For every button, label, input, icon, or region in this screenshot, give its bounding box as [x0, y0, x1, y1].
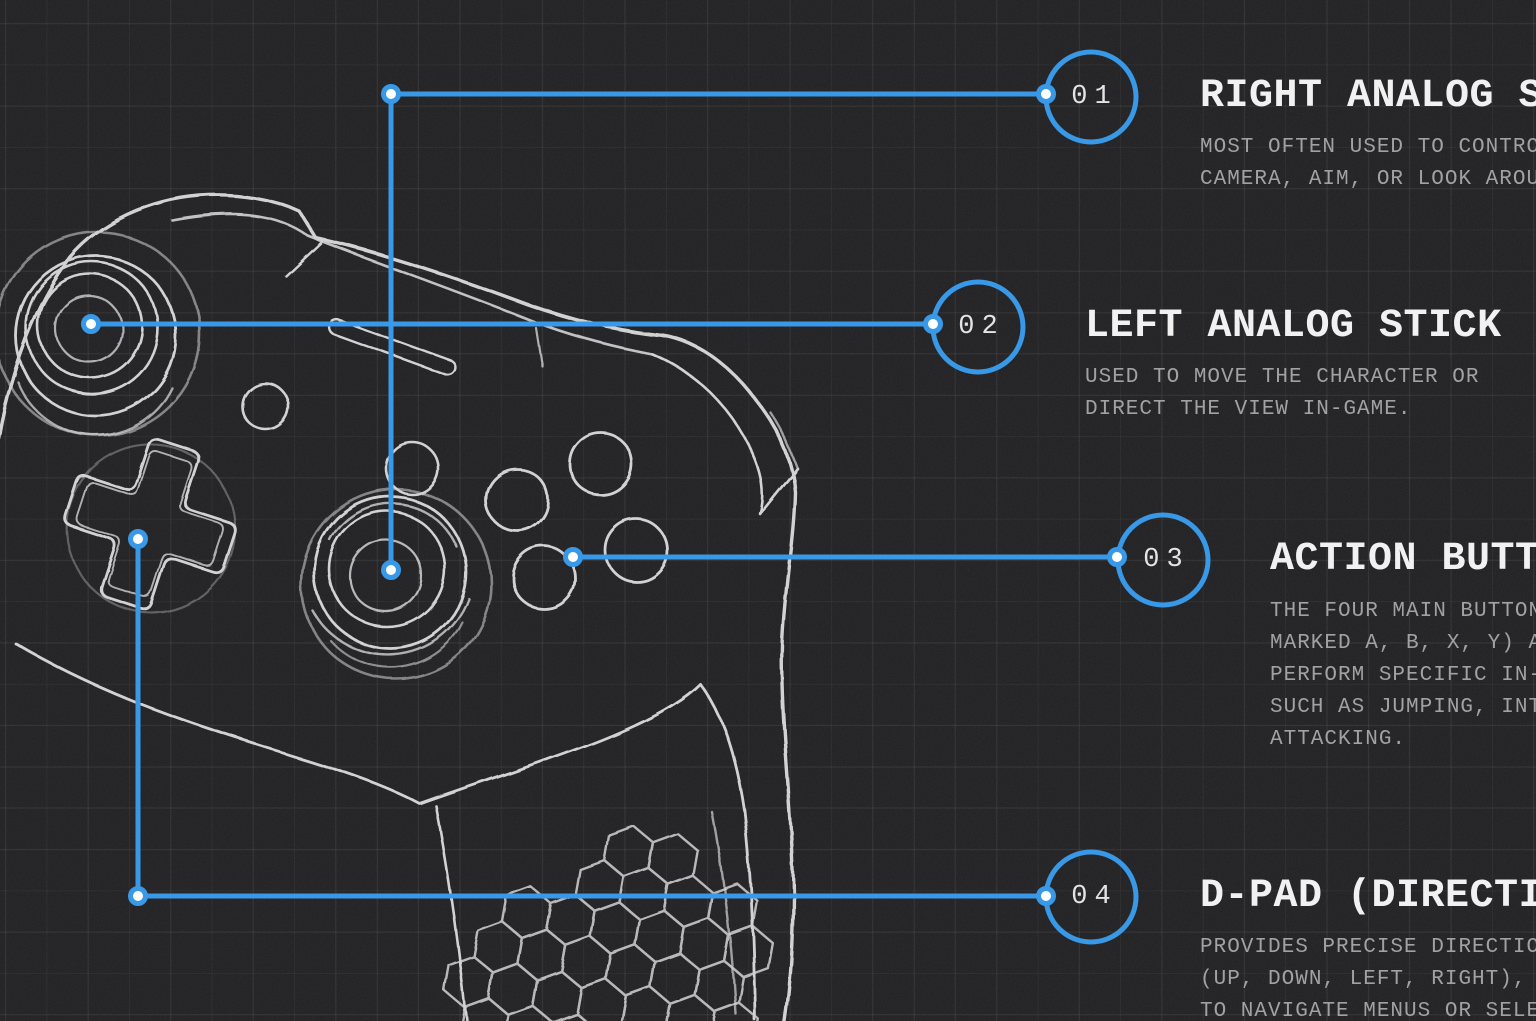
callout-02-description: USED TO MOVE THE CHARACTER OR DIRECT THE… [1085, 362, 1479, 426]
callout-04-description: PROVIDES PRECISE DIRECTIO (UP, DOWN, LEF… [1200, 932, 1536, 1021]
callout-02-number: 02 [958, 312, 1005, 342]
callout-01-title: RIGHT ANALOG S [1200, 74, 1536, 119]
callout-03-number: 03 [1143, 545, 1190, 575]
description-line: USED TO MOVE THE CHARACTER OR [1085, 366, 1480, 389]
callout-02-title: LEFT ANALOG STICK [1085, 304, 1502, 349]
description-line: PERFORM SPECIFIC IN- [1270, 664, 1536, 687]
description-line: THE FOUR MAIN BUTTON [1270, 600, 1536, 623]
description-line: MARKED A, B, X, Y) A [1270, 632, 1536, 655]
description-line: MOST OFTEN USED TO CONTRO [1200, 136, 1536, 159]
description-line: DIRECT THE VIEW IN-GAME. [1085, 398, 1412, 421]
description-line: PROVIDES PRECISE DIRECTIO [1200, 936, 1536, 959]
callout-01-description: MOST OFTEN USED TO CONTRO CAMERA, AIM, O… [1200, 132, 1536, 196]
callout-01-number: 01 [1071, 82, 1118, 112]
description-line: SUCH AS JUMPING, INT [1270, 696, 1536, 719]
callout-04-title: D-PAD (DIRECTI [1200, 874, 1536, 919]
description-line: ATTACKING. [1270, 728, 1407, 751]
description-line: TO NAVIGATE MENUS OR SELE [1200, 1000, 1536, 1021]
description-line: (UP, DOWN, LEFT, RIGHT), [1200, 968, 1527, 991]
callout-03-description: THE FOUR MAIN BUTTON MARKED A, B, X, Y) … [1270, 596, 1536, 756]
description-line: CAMERA, AIM, OR LOOK AROU [1200, 168, 1536, 191]
callout-03-title: ACTION BUTT [1270, 537, 1536, 582]
callout-04-number: 04 [1071, 882, 1118, 912]
